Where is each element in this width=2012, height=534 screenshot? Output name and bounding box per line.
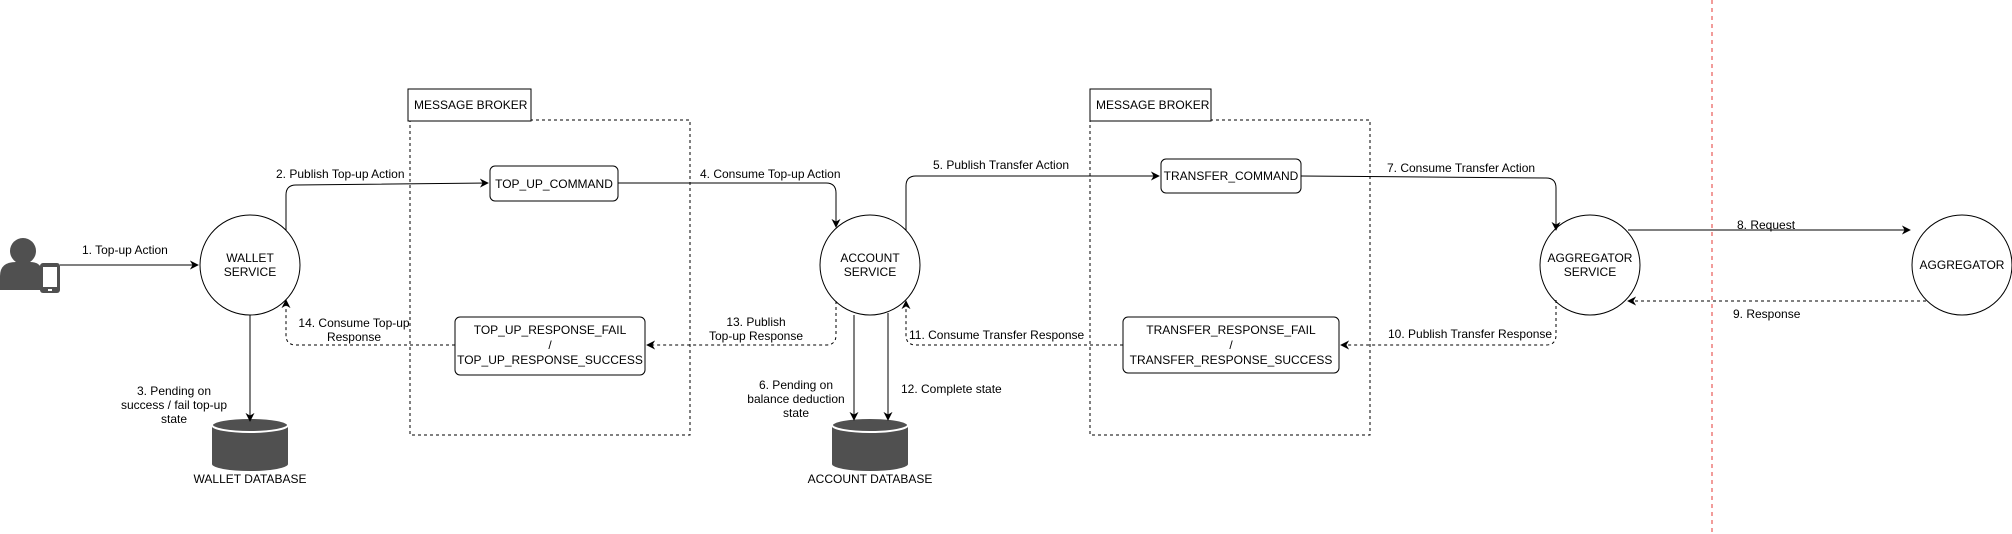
top-up-command-queue: TOP_UP_COMMAND [489, 165, 619, 202]
edge-14-consume-top-up-response [281, 299, 455, 346]
message-broker-1-boundary [409, 119, 691, 436]
account-service-node: ACCOUNT SERVICE [819, 214, 921, 316]
edge-12-label: 12. Complete state [901, 382, 1002, 396]
transfer-command-queue: TRANSFER_COMMAND [1160, 158, 1302, 194]
aggregator-node: AGGREGATOR [1911, 214, 2012, 316]
account-database-label: ACCOUNT DATABASE [808, 472, 933, 486]
edge-4-label: 4. Consume Top-up Action [700, 167, 841, 181]
wallet-service-node: WALLET SERVICE [199, 214, 301, 316]
edge-11-consume-transfer-response [901, 300, 1123, 346]
edge-5-label: 5. Publish Transfer Action [933, 158, 1069, 172]
edge-8-label: 8. Request [1737, 218, 1796, 232]
transfer-response-success-label: TRANSFER_RESPONSE_SUCCESS [1130, 353, 1333, 367]
edge-1-label: 1. Top-up Action [82, 243, 168, 257]
edge-9-label: 9. Response [1733, 307, 1801, 321]
edge-14-label-line-1: 14. Consume Top-up [298, 316, 410, 330]
transfer-response-separator: / [1229, 338, 1233, 352]
edge-7-label: 7. Consume Transfer Action [1387, 161, 1535, 175]
message-broker-2-label: MESSAGE BROKER [1096, 98, 1210, 112]
wallet-database-label: WALLET DATABASE [194, 472, 307, 486]
aggregator-service-node: AGGREGATOR SERVICE [1539, 214, 1641, 316]
message-broker-2: MESSAGE BROKER [1089, 88, 1371, 436]
edge-13-label-line-2: Top-up Response [709, 329, 803, 343]
account-database-icon: ACCOUNT DATABASE [808, 417, 933, 486]
top-up-response-queue: TOP_UP_RESPONSE_FAIL / TOP_UP_RESPONSE_S… [454, 316, 646, 376]
top-up-response-fail-label: TOP_UP_RESPONSE_FAIL [474, 323, 627, 337]
wallet-service-label-line-2: SERVICE [224, 265, 276, 279]
message-broker-2-boundary [1089, 119, 1371, 436]
edge-3-label-line-1: 3. Pending on [137, 384, 211, 398]
edge-6-label-line-3: state [783, 406, 809, 420]
message-broker-1-label: MESSAGE BROKER [414, 98, 528, 112]
aggregator-label: AGGREGATOR [1920, 258, 2005, 272]
user-with-phone-icon [0, 238, 60, 293]
top-up-command-label: TOP_UP_COMMAND [495, 177, 613, 191]
edge-4-consume-top-up [618, 182, 841, 228]
top-up-response-success-label: TOP_UP_RESPONSE_SUCCESS [457, 353, 643, 367]
message-broker-1-label-box [407, 88, 532, 122]
edge-13-label-line-1: 13. Publish [726, 315, 785, 329]
edge-13-publish-top-up-response [646, 301, 837, 350]
edge-7-consume-transfer [1300, 175, 1561, 231]
account-service-label-line-2: SERVICE [844, 265, 896, 279]
transfer-command-label: TRANSFER_COMMAND [1164, 169, 1299, 183]
edge-6-label-line-2: balance deduction [747, 392, 844, 406]
edge-6-label-line-1: 6. Pending on [759, 378, 833, 392]
wallet-service-label-line-1: WALLET [226, 251, 274, 265]
edge-3-label-line-3: state [161, 412, 187, 426]
message-broker-1: MESSAGE BROKER [407, 88, 691, 436]
aggregator-service-label-line-1: AGGREGATOR [1548, 251, 1633, 265]
account-service-label-line-1: ACCOUNT [840, 251, 900, 265]
edge-14-label-line-2: Response [327, 330, 381, 344]
transfer-response-queue: TRANSFER_RESPONSE_FAIL / TRANSFER_RESPON… [1122, 316, 1340, 374]
transfer-response-fail-label: TRANSFER_RESPONSE_FAIL [1146, 323, 1316, 337]
message-broker-2-label-box [1089, 88, 1212, 122]
edge-5-publish-transfer [905, 171, 1160, 230]
aggregator-service-label-line-2: SERVICE [1564, 265, 1616, 279]
edge-10-publish-transfer-response [1340, 300, 1557, 350]
edge-2-label: 2. Publish Top-up Action [276, 167, 405, 181]
edge-3-label-line-2: success / fail top-up [121, 398, 227, 412]
edge-10-label: 10. Publish Transfer Response [1388, 327, 1552, 341]
top-up-response-separator: / [548, 338, 552, 352]
edge-2-publish-top-up [285, 178, 489, 230]
wallet-database-icon: WALLET DATABASE [194, 417, 307, 486]
edge-11-label: 11. Consume Transfer Response [909, 328, 1085, 342]
